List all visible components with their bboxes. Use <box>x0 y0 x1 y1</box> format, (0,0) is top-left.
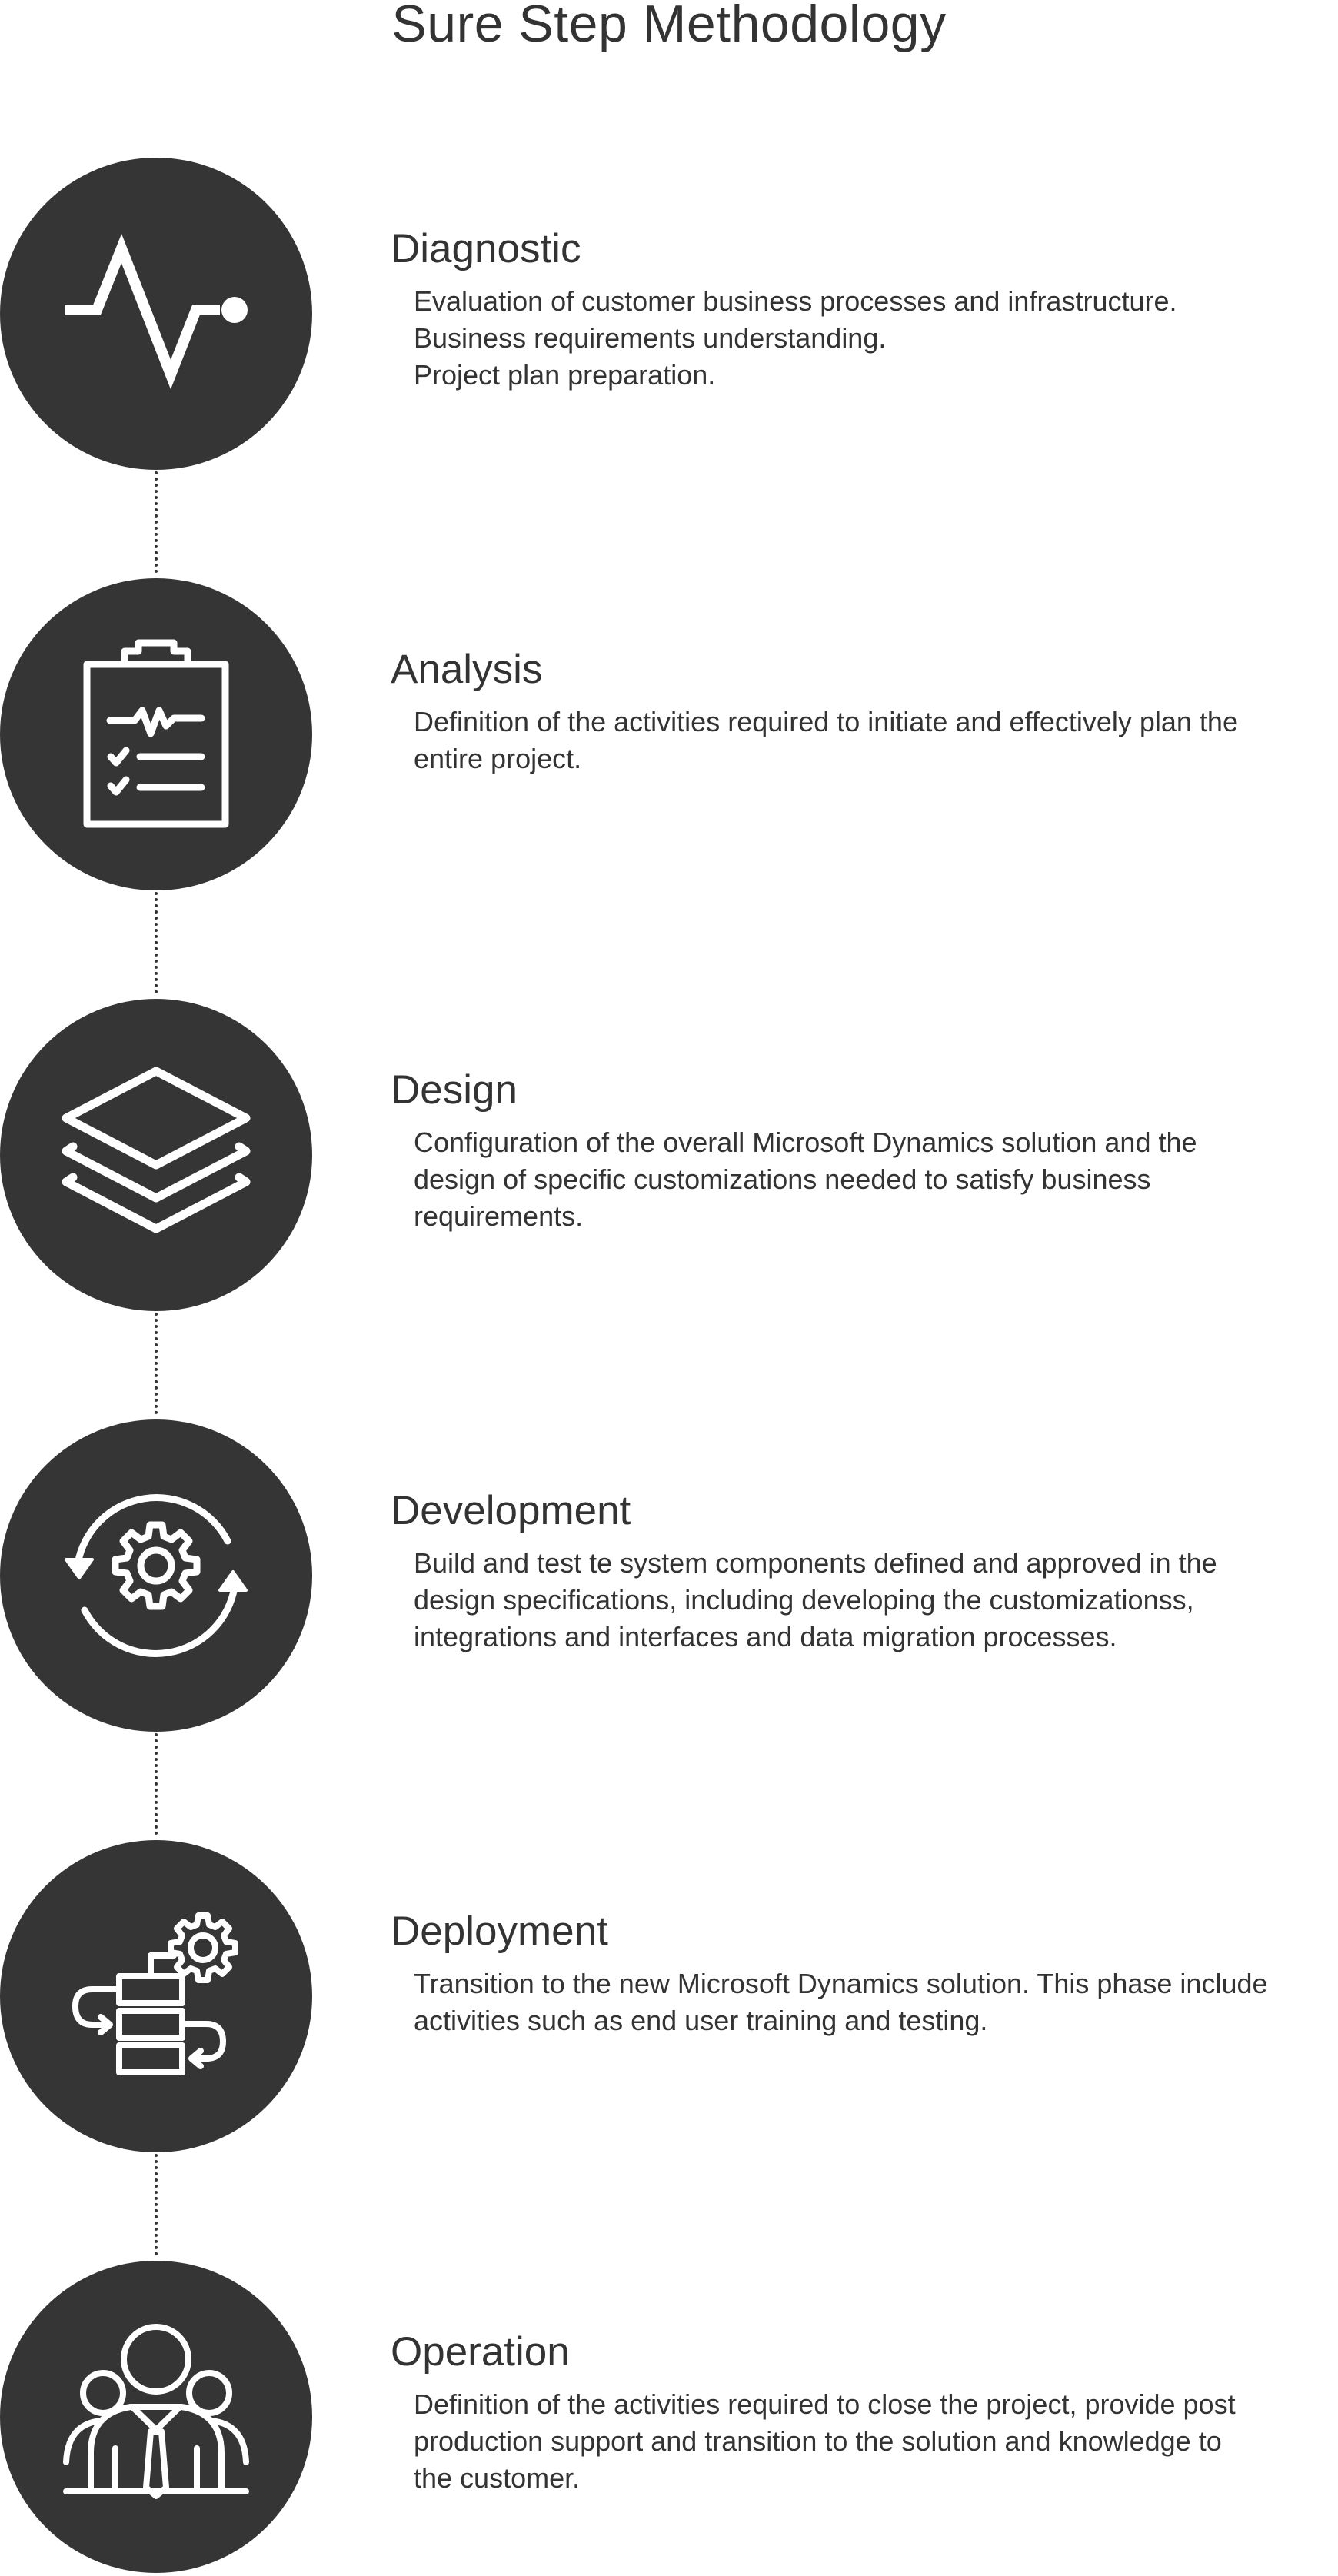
step-circle <box>0 578 312 890</box>
step-circle <box>0 999 312 1311</box>
step-description-line: entire project. <box>414 743 582 774</box>
step-description-line: activities such as end user training and… <box>414 2005 988 2036</box>
connector-2 <box>155 892 158 993</box>
step-description-line: Build and test te system components defi… <box>414 1547 1217 1579</box>
step-development: Development Build and test te system com… <box>0 1419 1338 1735</box>
step-title: Design <box>391 1067 518 1113</box>
pulse-line-icon <box>65 233 248 390</box>
step-description-line: requirements. <box>414 1200 584 1232</box>
step-description-line: production support and transition to the… <box>414 2425 1222 2457</box>
step-title: Diagnostic <box>391 226 581 271</box>
step-description: Configuration of the overall Microsoft D… <box>414 1124 1329 1235</box>
step-operation: Operation Definition of the activities r… <box>0 2261 1338 2576</box>
step-analysis: Analysis Definition of the activities re… <box>0 578 1338 894</box>
step-description-line: integrations and interfaces and data mig… <box>414 1621 1117 1652</box>
step-design: Design Configuration of the overall Micr… <box>0 999 1338 1314</box>
step-description-line: Business requirements understanding. <box>414 322 887 354</box>
connector-1 <box>155 471 158 573</box>
step-circle <box>0 1419 312 1732</box>
step-circle <box>0 2261 312 2573</box>
team-people-icon <box>63 2324 249 2499</box>
step-description: Build and test te system components defi… <box>414 1545 1329 1656</box>
step-description-line: Transition to the new Microsoft Dynamics… <box>414 1968 1268 1999</box>
step-title: Development <box>391 1488 631 1533</box>
layers-icon <box>62 1067 251 1233</box>
step-description-line: Project plan preparation. <box>414 359 716 391</box>
step-circle <box>0 158 312 470</box>
step-description: Evaluation of customer business processe… <box>414 283 1329 394</box>
step-deployment: Deployment Transition to the new Microso… <box>0 1840 1338 2155</box>
process-flow-gear-icon <box>72 1912 238 2075</box>
step-description-line: Evaluation of customer business processe… <box>414 285 1177 317</box>
step-description-line: design of specific customizations needed… <box>414 1163 1151 1195</box>
step-description-line: the customer. <box>414 2462 581 2494</box>
step-title: Operation <box>391 2329 570 2375</box>
clipboard-checklist-icon <box>83 639 229 828</box>
connector-5 <box>155 2154 158 2255</box>
connector-4 <box>155 1733 158 1835</box>
gear-cycle-icon <box>65 1494 248 1657</box>
step-description-line: Definition of the activities required to… <box>414 706 1238 737</box>
step-description-line: Configuration of the overall Microsoft D… <box>414 1127 1197 1158</box>
step-description-line: design specifications, including develop… <box>414 1584 1194 1616</box>
page-title: Sure Step Methodology <box>391 0 947 53</box>
step-title: Deployment <box>391 1909 608 1954</box>
step-description-line: Definition of the activities required to… <box>414 2388 1236 2420</box>
step-circle <box>0 1840 312 2152</box>
step-description: Definition of the activities required to… <box>414 2386 1329 2497</box>
step-diagnostic: Diagnostic Evaluation of customer busine… <box>0 158 1338 473</box>
step-title: Analysis <box>391 647 543 692</box>
connector-3 <box>155 1313 158 1414</box>
step-description: Transition to the new Microsoft Dynamics… <box>414 1965 1329 2039</box>
step-description: Definition of the activities required to… <box>414 704 1329 777</box>
